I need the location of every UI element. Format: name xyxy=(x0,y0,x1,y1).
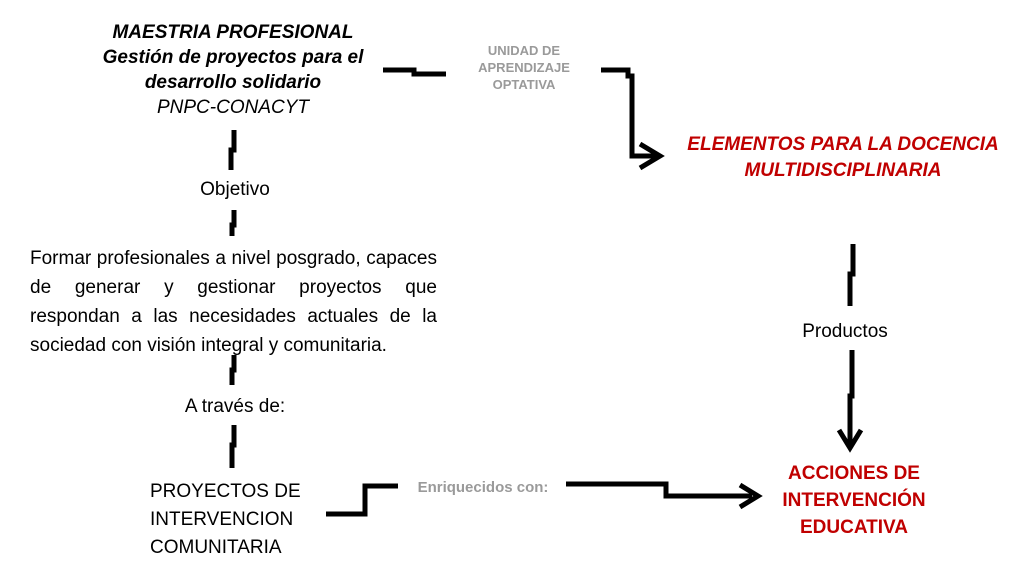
program-name: MAESTRIA PROFESIONAL xyxy=(112,22,354,43)
elementos-line1: ELEMENTOS PARA LA DOCENCIA xyxy=(687,134,999,155)
connector-enriquecidos-to-acciones xyxy=(566,481,752,499)
connector-objetivo-to-text xyxy=(229,210,237,236)
unidad-line3: OPTATIVA xyxy=(492,77,556,92)
proyectos-line3: COMUNITARIA xyxy=(150,537,282,558)
connector-title-to-unidad xyxy=(383,67,446,77)
program-accreditation: PNPC-CONACYT xyxy=(156,97,309,118)
connector-text-to-atraves xyxy=(229,355,237,385)
objetivo-paragraph: Formar profesionales a nivel posgrado, c… xyxy=(30,248,437,356)
acciones-line1: ACCIONES DE xyxy=(788,463,920,484)
connector-atraves-to-proyectos xyxy=(229,425,237,468)
program-subtitle-line2: desarrollo solidario xyxy=(144,72,322,93)
connector-productos-to-acciones xyxy=(847,350,855,446)
unidad-line1: UNIDAD DE xyxy=(487,43,561,58)
acciones-intervencion-node: ACCIONES DE INTERVENCIÓN EDUCATIVA xyxy=(765,460,943,541)
a-traves-label: A través de: xyxy=(184,396,286,417)
enriquecidos-label: Enriquecidos con: xyxy=(417,479,549,496)
connector-proyectos-to-enriquecidos xyxy=(326,483,398,517)
unidad-aprendizaje-label: UNIDAD DE APRENDIZAJE OPTATIVA xyxy=(462,42,586,93)
program-subtitle-line1: Gestión de proyectos para el xyxy=(102,47,364,68)
unidad-line2: APRENDIZAJE xyxy=(478,60,570,75)
acciones-line2: INTERVENCIÓN xyxy=(782,490,926,511)
connector-title-to-objetivo xyxy=(228,130,237,170)
objetivo-label: Objetivo xyxy=(200,179,270,200)
acciones-line3: EDUCATIVA xyxy=(799,517,909,538)
connector-unidad-to-elementos xyxy=(601,67,658,159)
proyectos-line2: INTERVENCION xyxy=(150,509,294,530)
arrowhead-acciones-horizontal-icon xyxy=(738,482,763,510)
proyectos-line1: PROYECTOS DE xyxy=(150,481,301,502)
program-title-block: MAESTRIA PROFESIONAL Gestión de proyecto… xyxy=(88,20,378,120)
elementos-docencia-node: ELEMENTOS PARA LA DOCENCIA MULTIDISCIPLI… xyxy=(678,132,1008,184)
arrowhead-elementos-icon xyxy=(638,141,665,171)
proyectos-intervencion-node: PROYECTOS DE INTERVENCION COMUNITARIA xyxy=(150,478,330,562)
connector-elementos-to-productos xyxy=(847,244,856,306)
productos-label: Productos xyxy=(802,321,888,342)
elementos-line2: MULTIDISCIPLINARIA xyxy=(744,160,942,181)
arrowhead-acciones-vertical-icon xyxy=(836,428,864,453)
